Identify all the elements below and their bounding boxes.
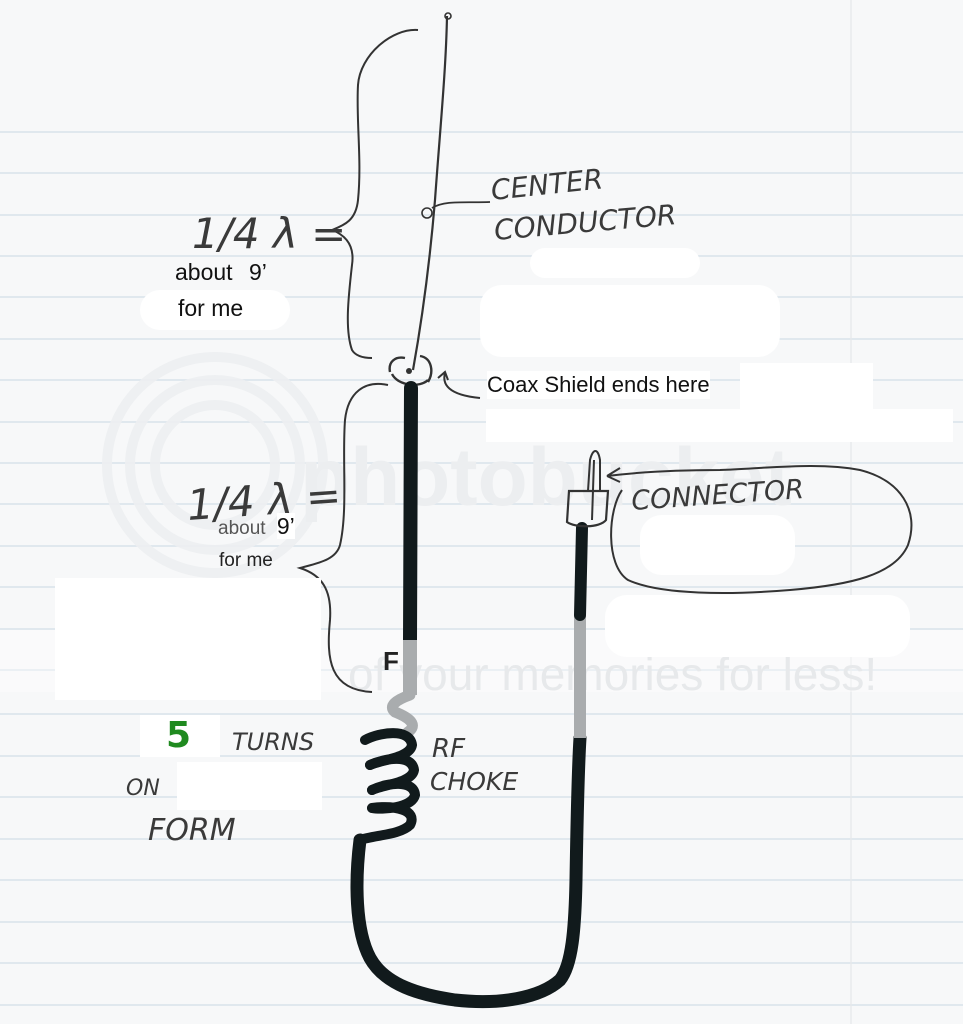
coax-bottom-loop — [350, 731, 587, 1009]
bottom-brace — [296, 382, 389, 693]
top-length-value: 9’ — [248, 259, 267, 285]
rf-choke-top-faded — [387, 689, 418, 738]
label-choke: CHOKE — [430, 767, 518, 796]
coax-shield-label: Coax Shield ends here — [487, 371, 710, 399]
connector-arrow — [606, 464, 913, 594]
turn-count-box — [140, 715, 220, 757]
whiteout-top-right-2 — [480, 285, 780, 357]
top-length-about: about 9’ — [175, 258, 267, 287]
top-about-text: about — [175, 259, 233, 285]
watermark-brand: photobucket — [300, 432, 792, 523]
coax-right-section — [574, 522, 588, 621]
bottom-for-me: for me — [219, 550, 273, 571]
coax-main-section — [403, 381, 418, 647]
bottom-length-about: about 9’ — [218, 512, 295, 541]
label-on: ON — [126, 776, 160, 801]
turn-count: 5 — [166, 715, 192, 756]
connector-body — [565, 489, 610, 528]
label-conductor: CONDUCTOR — [493, 198, 678, 247]
wire-top-loop — [444, 12, 452, 20]
whiteout-on-form — [177, 762, 322, 810]
label-quarter-wave-top: 1/4 λ = — [192, 209, 346, 258]
label-rf: RF — [432, 734, 466, 764]
coax-shield-arrow — [437, 370, 481, 399]
bottom-length-value: 9’ — [276, 513, 295, 539]
f-mark: F — [383, 646, 399, 676]
connector-pin — [587, 450, 601, 521]
label-connector: CONNECTOR — [630, 474, 805, 517]
rf-choke-coil — [355, 728, 421, 845]
center-conductor-wire — [411, 15, 449, 371]
whiteout-left-mid — [55, 578, 321, 700]
whiteout-top-right-1 — [530, 248, 700, 278]
label-turns: TURNS — [232, 728, 314, 756]
label-center: CENTER — [489, 162, 604, 207]
label-quarter-wave-bottom: 1/4 λ = — [185, 470, 342, 530]
watermark-logo — [102, 352, 328, 578]
whiteout-top-left — [140, 290, 290, 330]
bottom-about-text: about — [218, 518, 266, 539]
whiteout-coax-right — [740, 363, 873, 409]
whiteout-right-mid — [605, 595, 910, 657]
leader-loop — [421, 207, 433, 219]
whiteout-coax-under — [486, 409, 953, 442]
center-conductor-leader — [431, 201, 491, 209]
top-for-me: for me — [178, 295, 244, 321]
top-brace — [329, 28, 419, 359]
label-form: FORM — [148, 813, 236, 848]
whiteout-connector — [640, 515, 795, 575]
center-pin — [406, 368, 412, 374]
